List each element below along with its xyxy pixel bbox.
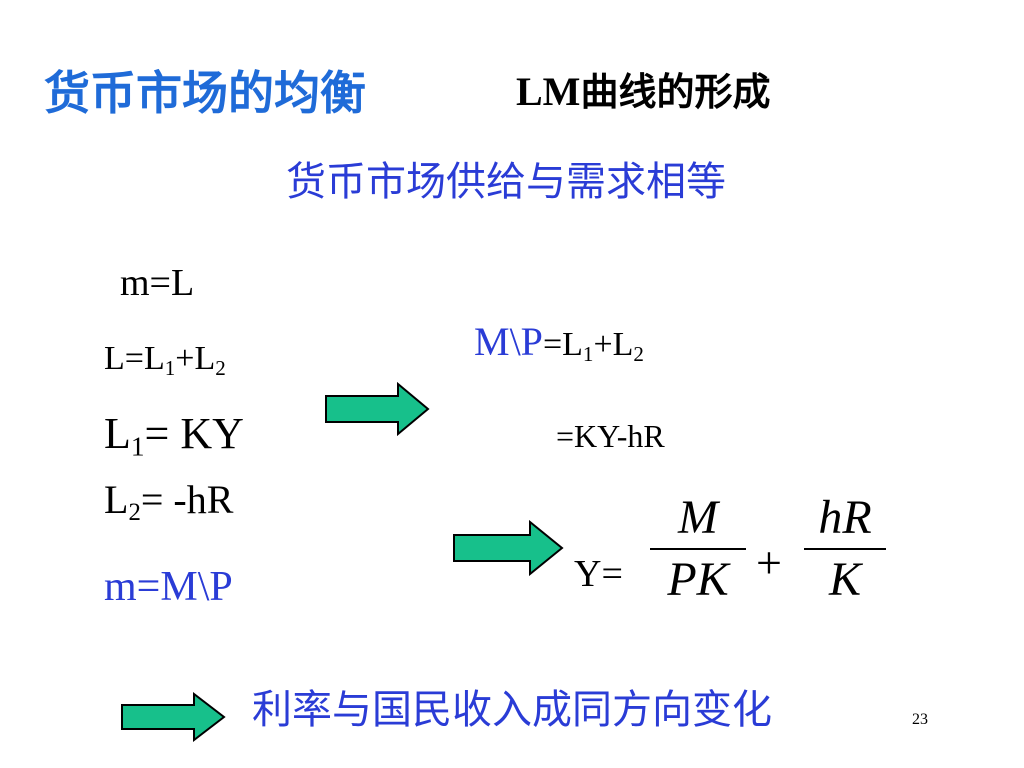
eq-mp: M\P xyxy=(474,319,543,364)
eq-l-sum: L=L1+L2 xyxy=(104,340,226,379)
eq-ky-hr: =KY-hR xyxy=(556,418,665,454)
eq-l-sum-b: +L xyxy=(175,340,216,377)
eq-mp-a: =L xyxy=(542,326,583,363)
eq-l-sum-sub1: 1 xyxy=(164,355,176,380)
slide-title: 货币市场的均衡 xyxy=(44,66,366,120)
eq-mp-sub1: 1 xyxy=(582,341,594,366)
fraction-hr-over-k: hR K xyxy=(804,494,886,604)
page-number: 23 xyxy=(912,711,928,728)
eq-mp-sum: M\P=L1+L2 xyxy=(474,319,644,365)
eq-l1-sub: 1 xyxy=(130,431,145,462)
eq-l-sum-a: L=L xyxy=(104,340,165,377)
eq-l2-a: L xyxy=(104,477,129,522)
eq-l1-a: L xyxy=(104,409,131,458)
conclusion-text: 利率与国民收入成同方向变化 xyxy=(252,687,772,733)
eq-l2-sub: 2 xyxy=(128,498,141,526)
eq-l1-ky: L1= KY xyxy=(104,409,244,461)
eq-l-sum-sub2: 2 xyxy=(215,355,226,380)
arrow-right-icon-2 xyxy=(452,520,564,576)
eq-l1-b: = KY xyxy=(144,409,244,458)
frac2-denominator: K xyxy=(828,553,861,606)
subtitle: LM曲线的形成 xyxy=(516,72,770,112)
fraction-m-over-pk: M PK xyxy=(650,494,746,604)
section-heading: 货币市场供给与需求相等 xyxy=(286,159,726,205)
eq-m-equals-l: m=L xyxy=(120,262,195,304)
frac1-bar xyxy=(650,548,746,550)
eq-y-label: Y= xyxy=(574,553,623,595)
eq-l2-b: = -hR xyxy=(140,477,234,522)
plus-sign: + xyxy=(756,537,782,588)
subtitle-rest: 曲线的形成 xyxy=(580,70,771,114)
frac1-numerator: M xyxy=(678,491,718,544)
frac2-bar xyxy=(804,548,886,550)
subtitle-lm: LM xyxy=(516,69,581,114)
arrow-right-icon-3 xyxy=(120,692,226,742)
arrow-right-icon-1 xyxy=(324,382,430,436)
frac1-denominator: PK xyxy=(667,553,729,606)
frac2-numerator: hR xyxy=(818,491,872,544)
eq-mp-b: +L xyxy=(593,326,634,363)
eq-m-equals-mp: m=M\P xyxy=(104,564,233,610)
eq-mp-sub2: 2 xyxy=(633,341,644,366)
eq-l2-hr: L2= -hR xyxy=(104,477,234,525)
